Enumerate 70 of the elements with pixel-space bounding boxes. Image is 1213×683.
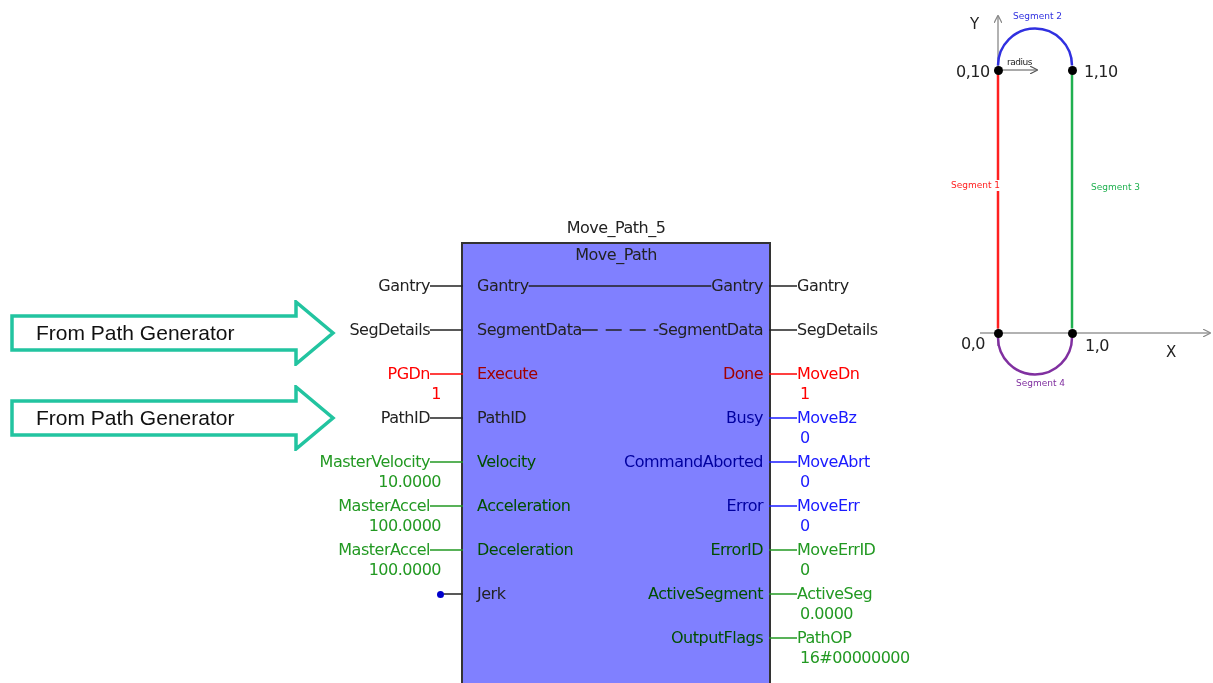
value-label: 16#00000000 [800, 648, 910, 668]
block-instance-name: Move_Path_5 [565, 218, 667, 238]
value-label: 1 [431, 384, 441, 404]
variable-label: MasterAccel [338, 540, 430, 560]
value-label: 0 [800, 428, 810, 448]
pin-label: PathID [463, 408, 527, 428]
pin-label: Jerk [463, 584, 506, 604]
path-segment [996, 337, 1074, 376]
segment-label: Segment 1 [950, 180, 1002, 191]
variable-label: PathID [380, 408, 430, 428]
value-label: 1 [800, 384, 810, 404]
segment-label: Segment 3 [1090, 182, 1142, 193]
path-point [993, 65, 1003, 75]
variable-label: PGDn [387, 364, 430, 384]
pin-label: OutputFlags [670, 628, 769, 648]
path-segment [996, 27, 1074, 66]
pin-label: Gantry [463, 276, 529, 296]
value-label: 100.0000 [368, 516, 441, 536]
pin-label: CommandAborted [624, 452, 769, 472]
coordinate-label: 1,0 [1085, 336, 1109, 356]
connector-line [527, 285, 713, 287]
connector-line [580, 329, 660, 331]
pin-label: SegmentData [658, 320, 769, 340]
pin-label: Gantry [711, 276, 769, 296]
segment-label: Segment 2 [1012, 11, 1064, 22]
value-label: 10.0000 [378, 472, 441, 492]
arrow-shape: From Path Generator [10, 385, 336, 451]
value-label: 0 [800, 472, 810, 492]
path-point [1067, 65, 1077, 75]
variable-label: ActiveSeg [797, 584, 873, 604]
coordinate-label: 1,10 [1084, 62, 1118, 82]
pin-label: ActiveSegment [648, 584, 769, 604]
connection-dot [436, 590, 444, 598]
segment-label: Segment 4 [1015, 378, 1067, 389]
coordinate-label: 0,10 [956, 62, 990, 82]
variable-label: MasterVelocity [319, 452, 430, 472]
path-point [1067, 328, 1077, 338]
block-type-name: Move_Path [574, 245, 658, 265]
pin-label: Velocity [463, 452, 536, 472]
path-segment [996, 74, 1000, 329]
variable-label: MoveErrID [797, 540, 876, 560]
variable-label: Gantry [378, 276, 430, 296]
variable-label: Gantry [797, 276, 849, 296]
pin-label: Error [726, 496, 769, 516]
variable-label: MoveDn [797, 364, 860, 384]
variable-label: SegDetails [349, 320, 430, 340]
variable-label: MoveErr [797, 496, 860, 516]
arrow-shape: From Path Generator [10, 300, 336, 366]
pin-label: Execute [463, 364, 538, 384]
path-point [993, 328, 1003, 338]
variable-label: MasterAccel [338, 496, 430, 516]
axis-label: Y [970, 14, 979, 34]
pin-label: SegmentData [463, 320, 582, 340]
dimension-label: radius [1007, 56, 1032, 69]
coordinate-label: 0,0 [961, 334, 985, 354]
value-label: 0 [800, 560, 810, 580]
pin-label: ErrorID [710, 540, 769, 560]
value-label: 0 [800, 516, 810, 536]
variable-label: MoveBz [797, 408, 857, 428]
value-label: 0.0000 [800, 604, 853, 624]
value-label: 100.0000 [368, 560, 441, 580]
pin-label: Deceleration [463, 540, 574, 560]
path-segment [1070, 74, 1074, 329]
pin-label: Done [722, 364, 769, 384]
pin-label: Acceleration [463, 496, 571, 516]
variable-label: PathOP [797, 628, 852, 648]
pin-label: Busy [726, 408, 769, 428]
axis-label: X [1166, 342, 1176, 362]
variable-label: SegDetails [797, 320, 878, 340]
variable-label: MoveAbrt [797, 452, 870, 472]
